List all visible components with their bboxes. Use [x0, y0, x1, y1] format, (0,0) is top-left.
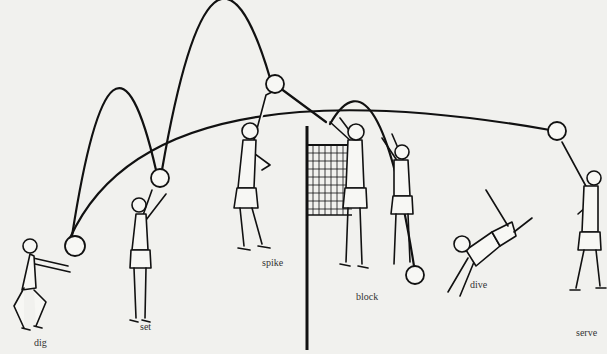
player-spike [234, 92, 272, 250]
action-label: serve [576, 328, 597, 338]
player-block [330, 118, 413, 268]
player-set [130, 190, 166, 322]
action-label: block [356, 292, 378, 302]
action-label: dig [34, 338, 47, 348]
player-serve [562, 142, 606, 290]
net [307, 126, 352, 350]
ball-trajectory [330, 101, 414, 266]
player-dig [14, 239, 70, 330]
action-label: dive [470, 280, 487, 290]
action-label: set [140, 322, 151, 332]
ball-trajectory [280, 88, 326, 122]
ball [65, 75, 566, 284]
player-dive [448, 190, 532, 296]
action-label: spike [262, 258, 283, 268]
